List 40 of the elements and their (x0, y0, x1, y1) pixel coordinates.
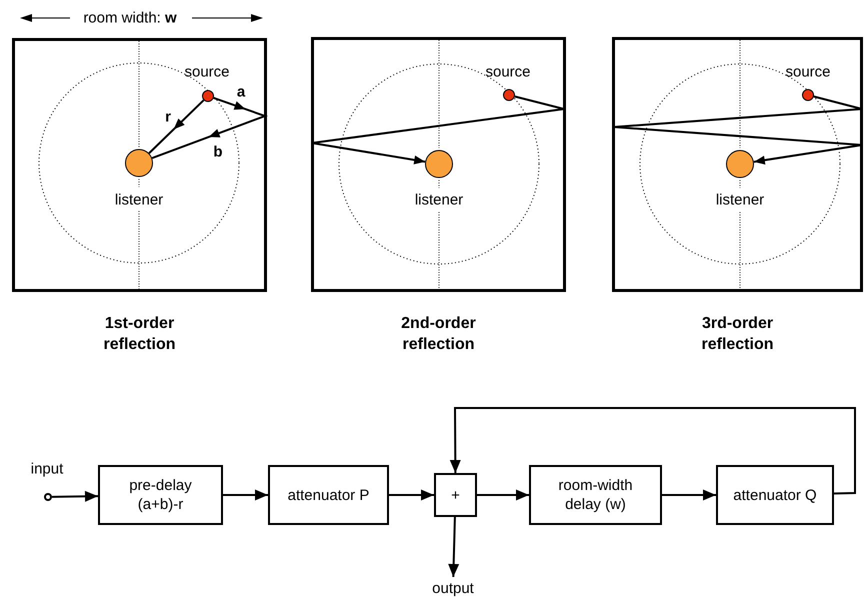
arrow (448, 516, 460, 578)
listener-circle (125, 149, 153, 177)
arrow (477, 490, 529, 500)
source-circle (503, 89, 515, 101)
process-box: room-width delay (w) (529, 465, 662, 525)
room-outline (12, 38, 267, 292)
arrow (613, 96, 863, 165)
source-label: source (184, 64, 230, 80)
source-label: source (485, 64, 531, 80)
arrow (152, 97, 268, 160)
arrow (662, 490, 716, 500)
arrow (389, 490, 434, 500)
dimension-label: room width: w (83, 10, 177, 26)
source-circle (202, 90, 214, 102)
arrow (52, 490, 98, 502)
process-box: attenuator P (268, 465, 389, 525)
input-label: input (30, 460, 64, 478)
reflection-caption: 1st-order reflection (102, 314, 176, 355)
arrow (223, 490, 268, 500)
listener-label: listener (414, 192, 464, 208)
arrow (148, 99, 204, 154)
process-box: pre-delay (a+b)-r (98, 465, 223, 525)
room-outline (311, 37, 566, 292)
output-label: output (422, 577, 484, 599)
segment-label: a (236, 84, 246, 100)
room-outline (612, 37, 863, 292)
source-circle (802, 89, 814, 101)
summing-box: + (434, 473, 477, 517)
arrow (450, 407, 856, 495)
source-label: source (785, 64, 831, 80)
reflection-caption: 3rd-order reflection (700, 314, 774, 354)
arrow (311, 96, 565, 164)
segment-label: b (213, 144, 223, 160)
listener-label: listener (716, 192, 764, 208)
listener-circle (425, 150, 453, 178)
reflection-caption: 2nd-order reflection (400, 314, 477, 354)
process-box: attenuator Q (716, 465, 834, 525)
listener-circle (726, 150, 754, 178)
listener-label: listener (114, 192, 164, 208)
input-terminal (44, 493, 52, 501)
